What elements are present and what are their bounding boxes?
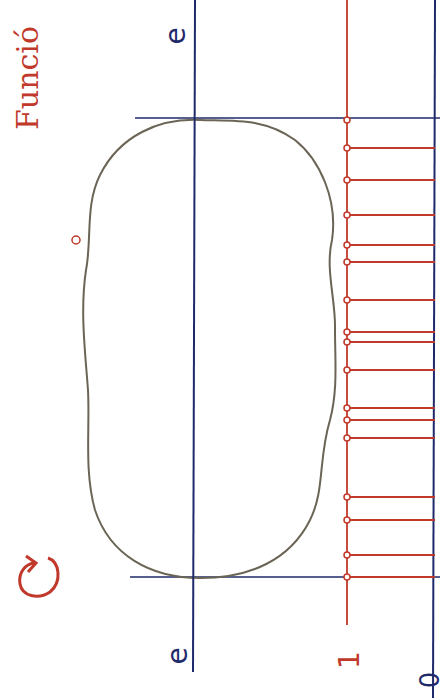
sample-dot: [344, 417, 350, 423]
rotation-arrow: [20, 558, 58, 596]
small-circle: [72, 236, 80, 244]
value-label: 0: [417, 672, 443, 689]
axis-label: e: [162, 27, 190, 44]
sample-line: [347, 419, 435, 421]
sample-line: [347, 519, 435, 521]
sample-dot: [344, 494, 350, 500]
sample-dot: [344, 367, 350, 373]
sample-dot: [344, 242, 350, 248]
sample-dot: [344, 574, 350, 580]
sample-line: [347, 299, 435, 301]
sample-line: [347, 576, 435, 578]
sample-line: [347, 214, 435, 216]
sample-line: [347, 496, 435, 498]
title-label: Funció: [13, 26, 43, 130]
sample-dot: [344, 339, 350, 345]
sample-line: [347, 244, 435, 246]
sample-line: [347, 331, 435, 333]
sample-line: [347, 437, 435, 439]
rotation-arrowhead: [26, 556, 36, 572]
sample-dot: [344, 517, 350, 523]
function-line: [346, 0, 348, 625]
sample-line: [347, 341, 435, 343]
sample-dot: [344, 212, 350, 218]
sample-line: [347, 147, 435, 149]
sample-dot: [344, 329, 350, 335]
sample-dot: [344, 259, 350, 265]
sample-dot: [344, 145, 350, 151]
reference-line: [433, 0, 435, 698]
sample-dot: [344, 552, 350, 558]
sample-dot: [344, 405, 350, 411]
sample-line: [347, 554, 435, 556]
sample-line: [347, 179, 435, 181]
sample-line: [347, 369, 435, 371]
sample-dot: [344, 177, 350, 183]
sample-dot: [344, 117, 350, 123]
tangent-line: [135, 117, 440, 119]
sample-dot: [344, 435, 350, 441]
axis-line: [193, 0, 195, 672]
sample-line: [347, 407, 435, 409]
sample-line: [347, 261, 435, 263]
oval-outline: [83, 120, 335, 578]
axis-label: e: [164, 647, 192, 664]
value-label: 1: [336, 651, 364, 669]
sample-dot: [344, 297, 350, 303]
function-samples: [344, 117, 435, 580]
